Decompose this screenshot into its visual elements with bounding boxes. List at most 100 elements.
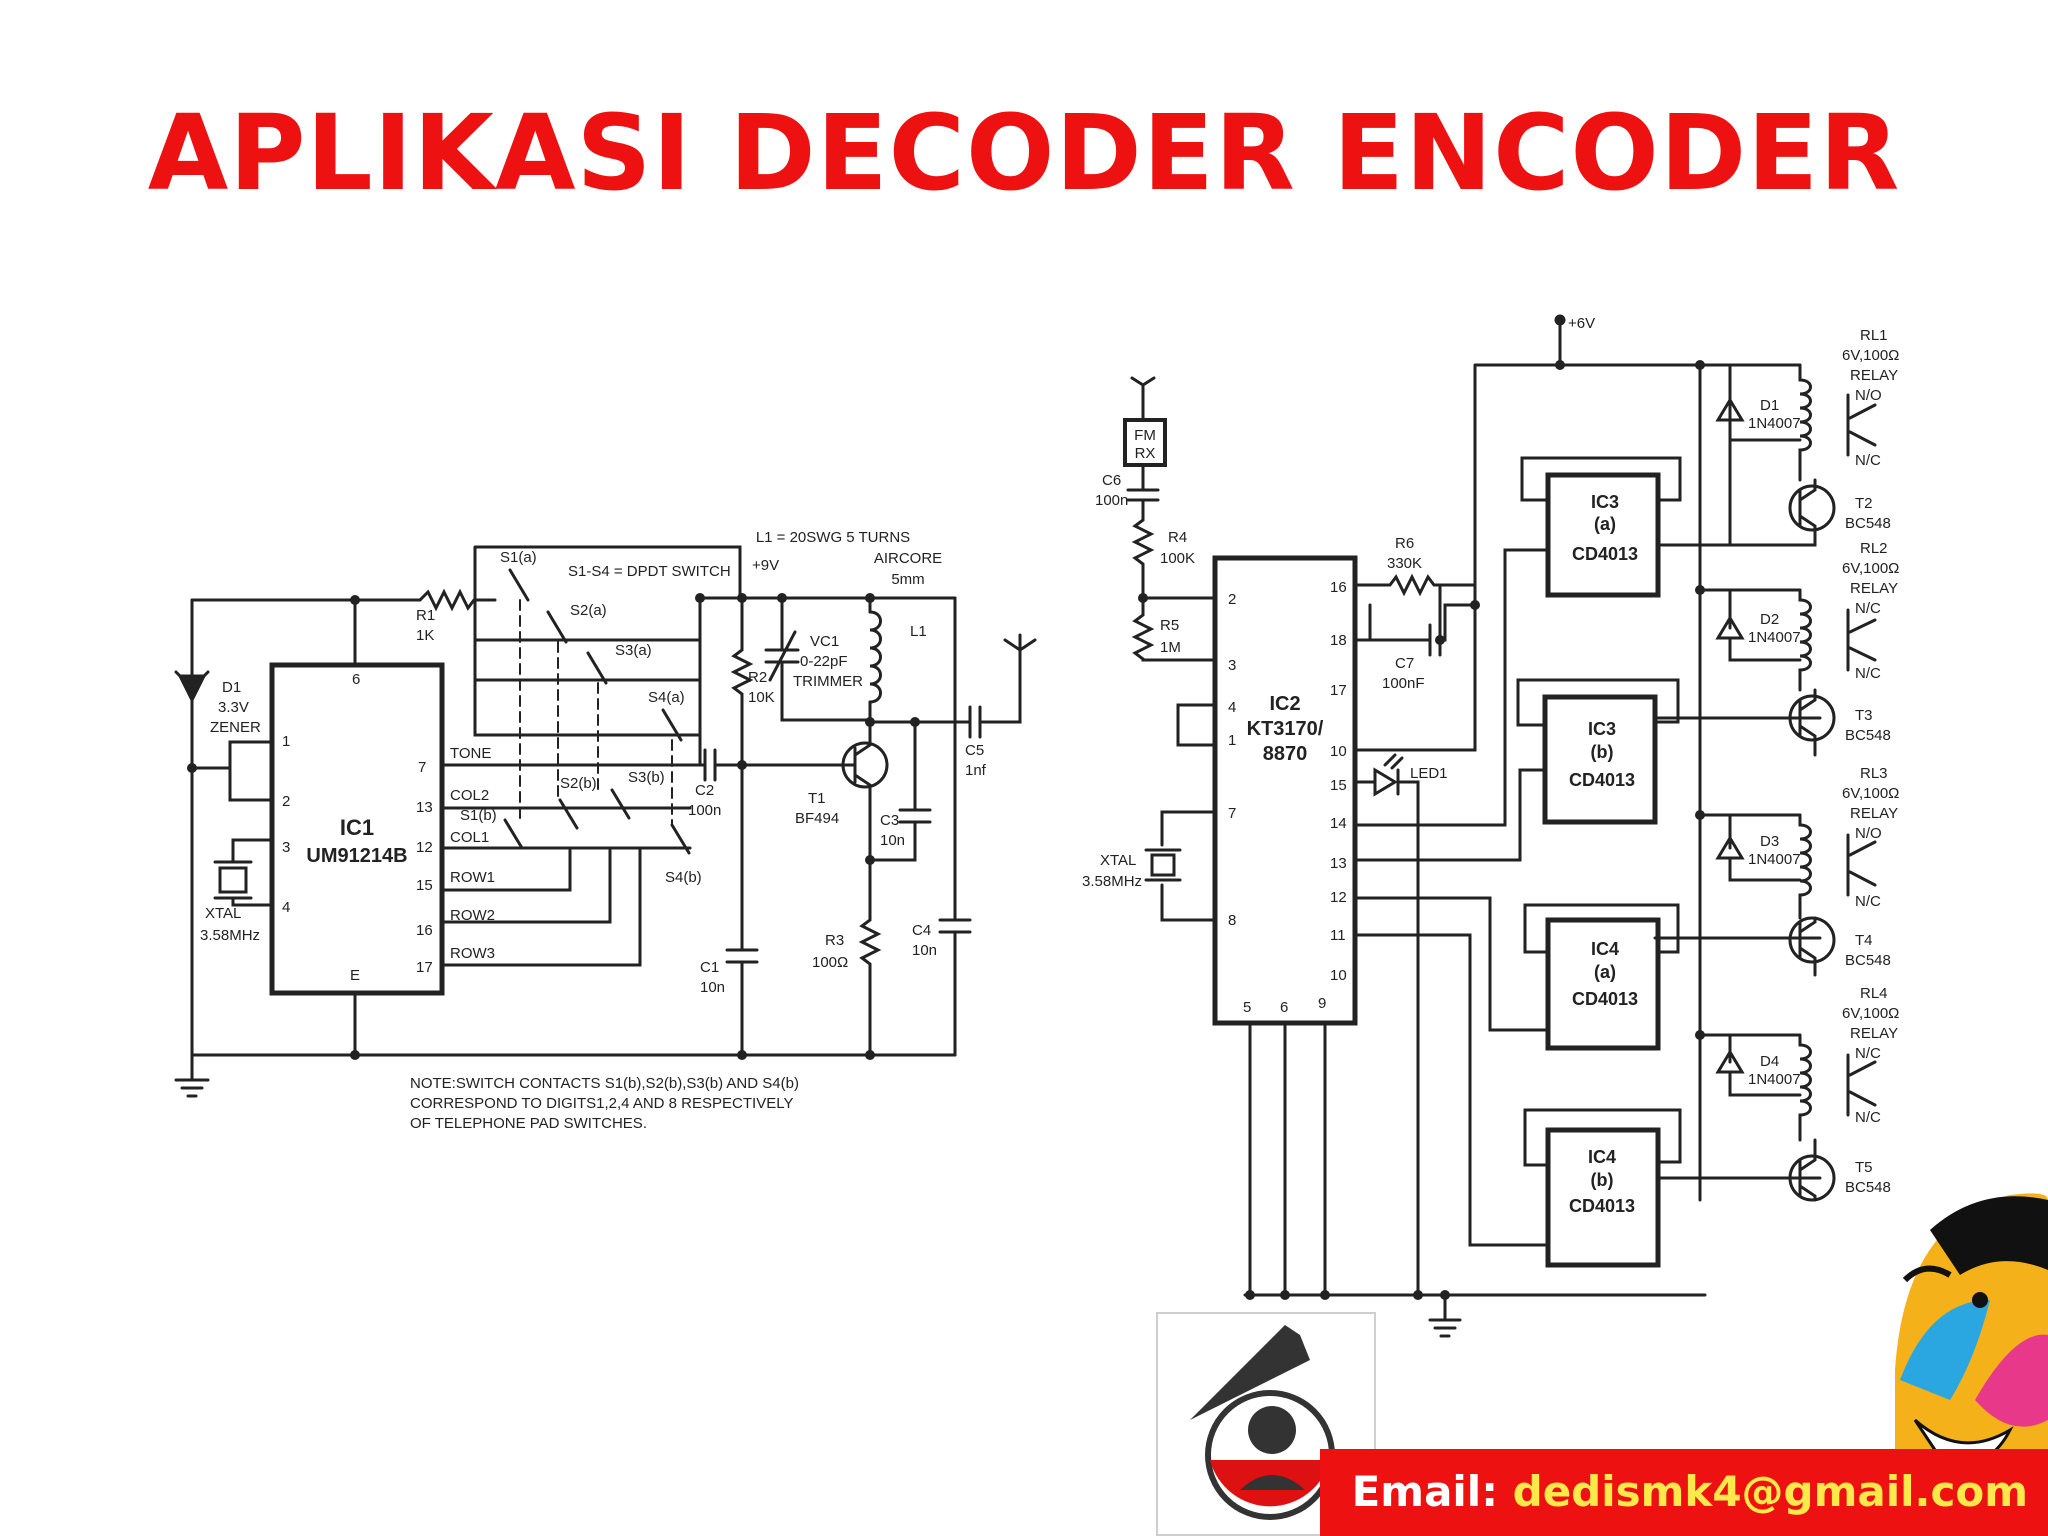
diode4-part: 1N4007 [1748, 1071, 1801, 1088]
note-line2: CORRESPOND TO DIGITS1,2,4 AND 8 RESPECTI… [410, 1095, 793, 1112]
relay1-contact-a: N/O [1855, 387, 1882, 404]
ff1-name: IC3 [1591, 492, 1619, 512]
diode1-name: D1 [1760, 397, 1779, 414]
vc1-type: TRIMMER [793, 673, 863, 690]
r4-label: R4 [1168, 529, 1187, 546]
svg-text:12: 12 [1330, 889, 1347, 906]
pin-label-row3: ROW3 [450, 945, 495, 962]
relay2-name: RL2 [1860, 540, 1888, 557]
page-title: APLIKASI DECODER ENCODER [147, 92, 1901, 214]
svg-text:3: 3 [1228, 657, 1236, 674]
note-line3: OF TELEPHONE PAD SWITCHES. [410, 1115, 647, 1132]
relay4-contact-b: N/C [1855, 1109, 1881, 1126]
ic1-part: UM91214B [306, 845, 407, 867]
transistor5-part: BC548 [1845, 1179, 1891, 1196]
svg-text:18: 18 [1330, 632, 1347, 649]
c2-label: C2 [695, 782, 714, 799]
svg-text:15: 15 [1330, 777, 1347, 794]
relay3-contact-a: N/O [1855, 825, 1882, 842]
d1-voltage: 3.3V [218, 699, 249, 716]
c7-label: C7 [1395, 655, 1414, 672]
ff2-part: CD4013 [1569, 770, 1635, 790]
switch-label-s3b: S3(b) [628, 769, 665, 786]
fm-rx-line1: FM [1134, 427, 1156, 444]
ff4-unit: (b) [1591, 1170, 1614, 1190]
diode4-name: D4 [1760, 1053, 1779, 1070]
r5-label: R5 [1160, 617, 1179, 634]
left-circuit-labels: IC1 UM91214B R1 1K D1 3.3V ZENER XTAL 3.… [200, 529, 987, 1132]
xtal1-label: XTAL [205, 905, 241, 922]
xtal1-freq: 3.58MHz [200, 927, 260, 944]
xtal2-label: XTAL [1100, 852, 1136, 869]
plus6v-label: +6V [1568, 315, 1595, 332]
transistor4-part: BC548 [1845, 952, 1891, 969]
ff4-part: CD4013 [1569, 1196, 1635, 1216]
diode2-part: 1N4007 [1748, 629, 1801, 646]
relay2-type: RELAY [1850, 580, 1898, 597]
svg-text:13: 13 [1330, 855, 1347, 872]
diode3-part: 1N4007 [1748, 851, 1801, 868]
svg-text:E: E [350, 967, 360, 984]
pin-label-row1: ROW1 [450, 869, 495, 886]
email-label: Email: [1351, 1467, 1498, 1516]
email-address-link[interactable]: dedismk4@gmail.com [1512, 1467, 2028, 1516]
ff3-name: IC4 [1591, 939, 1619, 959]
vc1-value: 0-22pF [800, 653, 848, 670]
relay2-contact-b: N/C [1855, 665, 1881, 682]
r1-label: R1 [416, 607, 435, 624]
ic2-part-2: 8870 [1263, 743, 1308, 765]
svg-text:10: 10 [1330, 967, 1347, 984]
plus9v-label: +9V [752, 557, 779, 574]
svg-text:7: 7 [418, 759, 426, 776]
c6-label: C6 [1102, 472, 1121, 489]
svg-text:11: 11 [1330, 927, 1346, 944]
relay1-name: RL1 [1860, 327, 1888, 344]
l1-note-line3: 5mm [891, 571, 924, 588]
junction-dots [187, 360, 1705, 1300]
right-circuit-labels: +6V FM RX C6 100n R4 100K R5 1M R6 330K … [1082, 315, 1899, 1216]
svg-text:15: 15 [416, 877, 433, 894]
transistor2-name: T2 [1855, 495, 1873, 512]
svg-text:16: 16 [416, 922, 433, 939]
pin-label-row2: ROW2 [450, 907, 495, 924]
c6-value: 100n [1095, 492, 1128, 509]
ff2-unit: (b) [1591, 742, 1614, 762]
ff4-name: IC4 [1588, 1147, 1616, 1167]
c7-value: 100nF [1382, 675, 1425, 692]
svg-text:9: 9 [1318, 995, 1326, 1012]
relay2-spec: 6V,100Ω [1842, 560, 1899, 577]
relay4-spec: 6V,100Ω [1842, 1005, 1899, 1022]
svg-text:13: 13 [416, 799, 433, 816]
r3-label: R3 [825, 932, 844, 949]
svg-text:6: 6 [1280, 999, 1288, 1016]
switch-note: S1-S4 = DPDT SWITCH [568, 563, 731, 580]
pin-label-tone: TONE [450, 745, 491, 762]
note-line1: NOTE:SWITCH CONTACTS S1(b),S2(b),S3(b) A… [410, 1075, 799, 1092]
relay4-contact-a: N/C [1855, 1045, 1881, 1062]
svg-text:14: 14 [1330, 815, 1347, 832]
svg-text:12: 12 [416, 839, 433, 856]
c2-value: 100n [688, 802, 721, 819]
t1-label: T1 [808, 790, 826, 807]
c4-value: 10n [912, 942, 937, 959]
svg-text:2: 2 [1228, 591, 1236, 608]
c3-label: C3 [880, 812, 899, 829]
transistor4-name: T4 [1855, 932, 1873, 949]
l1-label: L1 [910, 623, 927, 640]
svg-text:6: 6 [352, 671, 360, 688]
ic2-label: IC2 [1269, 693, 1300, 715]
relay1-type: RELAY [1850, 367, 1898, 384]
svg-text:1: 1 [282, 733, 290, 750]
r6-label: R6 [1395, 535, 1414, 552]
ic1-label: IC1 [340, 815, 374, 840]
r2-value: 10K [748, 689, 775, 706]
ff2-name: IC3 [1588, 719, 1616, 739]
relay4-name: RL4 [1860, 985, 1888, 1002]
r4-value: 100K [1160, 550, 1195, 567]
c5-value: 1nf [965, 762, 987, 779]
r1-value: 1K [416, 627, 434, 644]
svg-text:8: 8 [1228, 912, 1236, 929]
diode3-name: D3 [1760, 833, 1779, 850]
r6-value: 330K [1387, 555, 1422, 572]
c4-label: C4 [912, 922, 931, 939]
